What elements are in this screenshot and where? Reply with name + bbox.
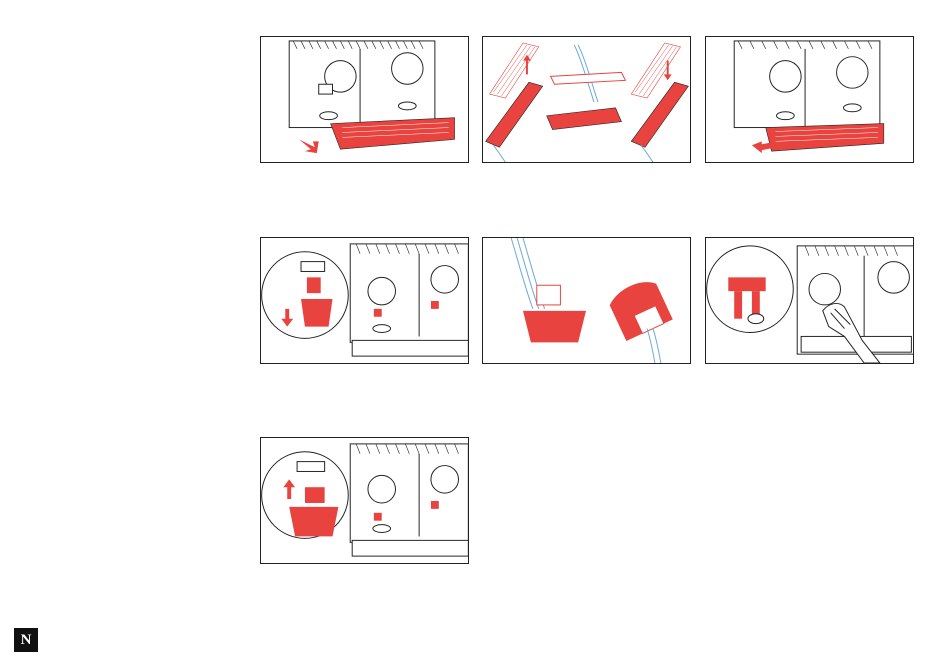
nespresso-logo-icon: N [14,628,38,652]
logo-letter: N [21,632,32,649]
drip-tray-slide-out-icon [261,37,468,162]
hand-wipe-outlet-icon [706,238,913,363]
illustration-drip-tray-remove [260,36,469,163]
illustration-milk-nozzle-rinse [482,237,691,364]
nozzle-push-up-icon [261,438,468,563]
illustration-drip-tray-reinsert [705,36,914,163]
illustration-milk-nozzle-reinsert [260,437,469,564]
drip-tray-water-rinse-icon [483,37,690,162]
drip-tray-slide-in-icon [706,37,913,162]
illustration-milk-nozzle-remove [260,237,469,364]
nozzle-pull-down-icon [261,238,468,363]
illustration-milk-outlet-wipe [705,237,914,364]
nozzle-water-rinse-icon [483,238,690,363]
illustration-drip-tray-rinse [482,36,691,163]
